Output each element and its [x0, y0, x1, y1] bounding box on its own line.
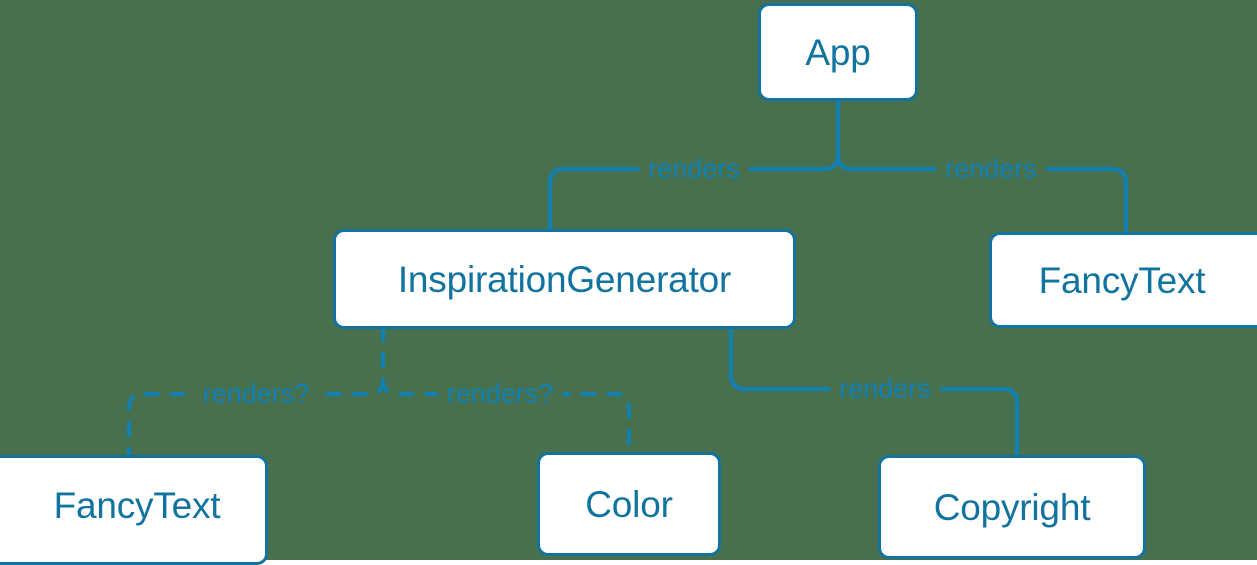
edge-label-inspirationgenerator-copyright: renders — [830, 375, 940, 403]
edge-label-inspirationgenerator-fancytext: renders? — [193, 380, 319, 408]
edge-label-app-inspirationgenerator: renders — [639, 155, 749, 183]
node-inspiration-generator-label: InspirationGenerator — [397, 258, 732, 300]
node-app-label: App — [805, 31, 871, 73]
node-fancytext-bottom-label: FancyText — [53, 485, 221, 526]
node-fancytext-right[interactable]: FancyText — [989, 232, 1257, 328]
edge-label-app-fancytext: renders — [936, 155, 1046, 183]
node-color[interactable]: Color — [537, 452, 721, 556]
node-fancytext-right-label: FancyText — [1038, 259, 1206, 301]
node-color-label: Color — [585, 483, 673, 525]
node-inspiration-generator[interactable]: InspirationGenerator — [333, 229, 796, 329]
node-copyright-label: Copyright — [933, 486, 1091, 528]
edge-label-inspirationgenerator-color: renders? — [437, 380, 563, 408]
node-copyright[interactable]: Copyright — [878, 455, 1146, 559]
node-fancytext-bottom[interactable]: FancyText — [0, 455, 268, 565]
node-app[interactable]: App — [758, 3, 918, 101]
